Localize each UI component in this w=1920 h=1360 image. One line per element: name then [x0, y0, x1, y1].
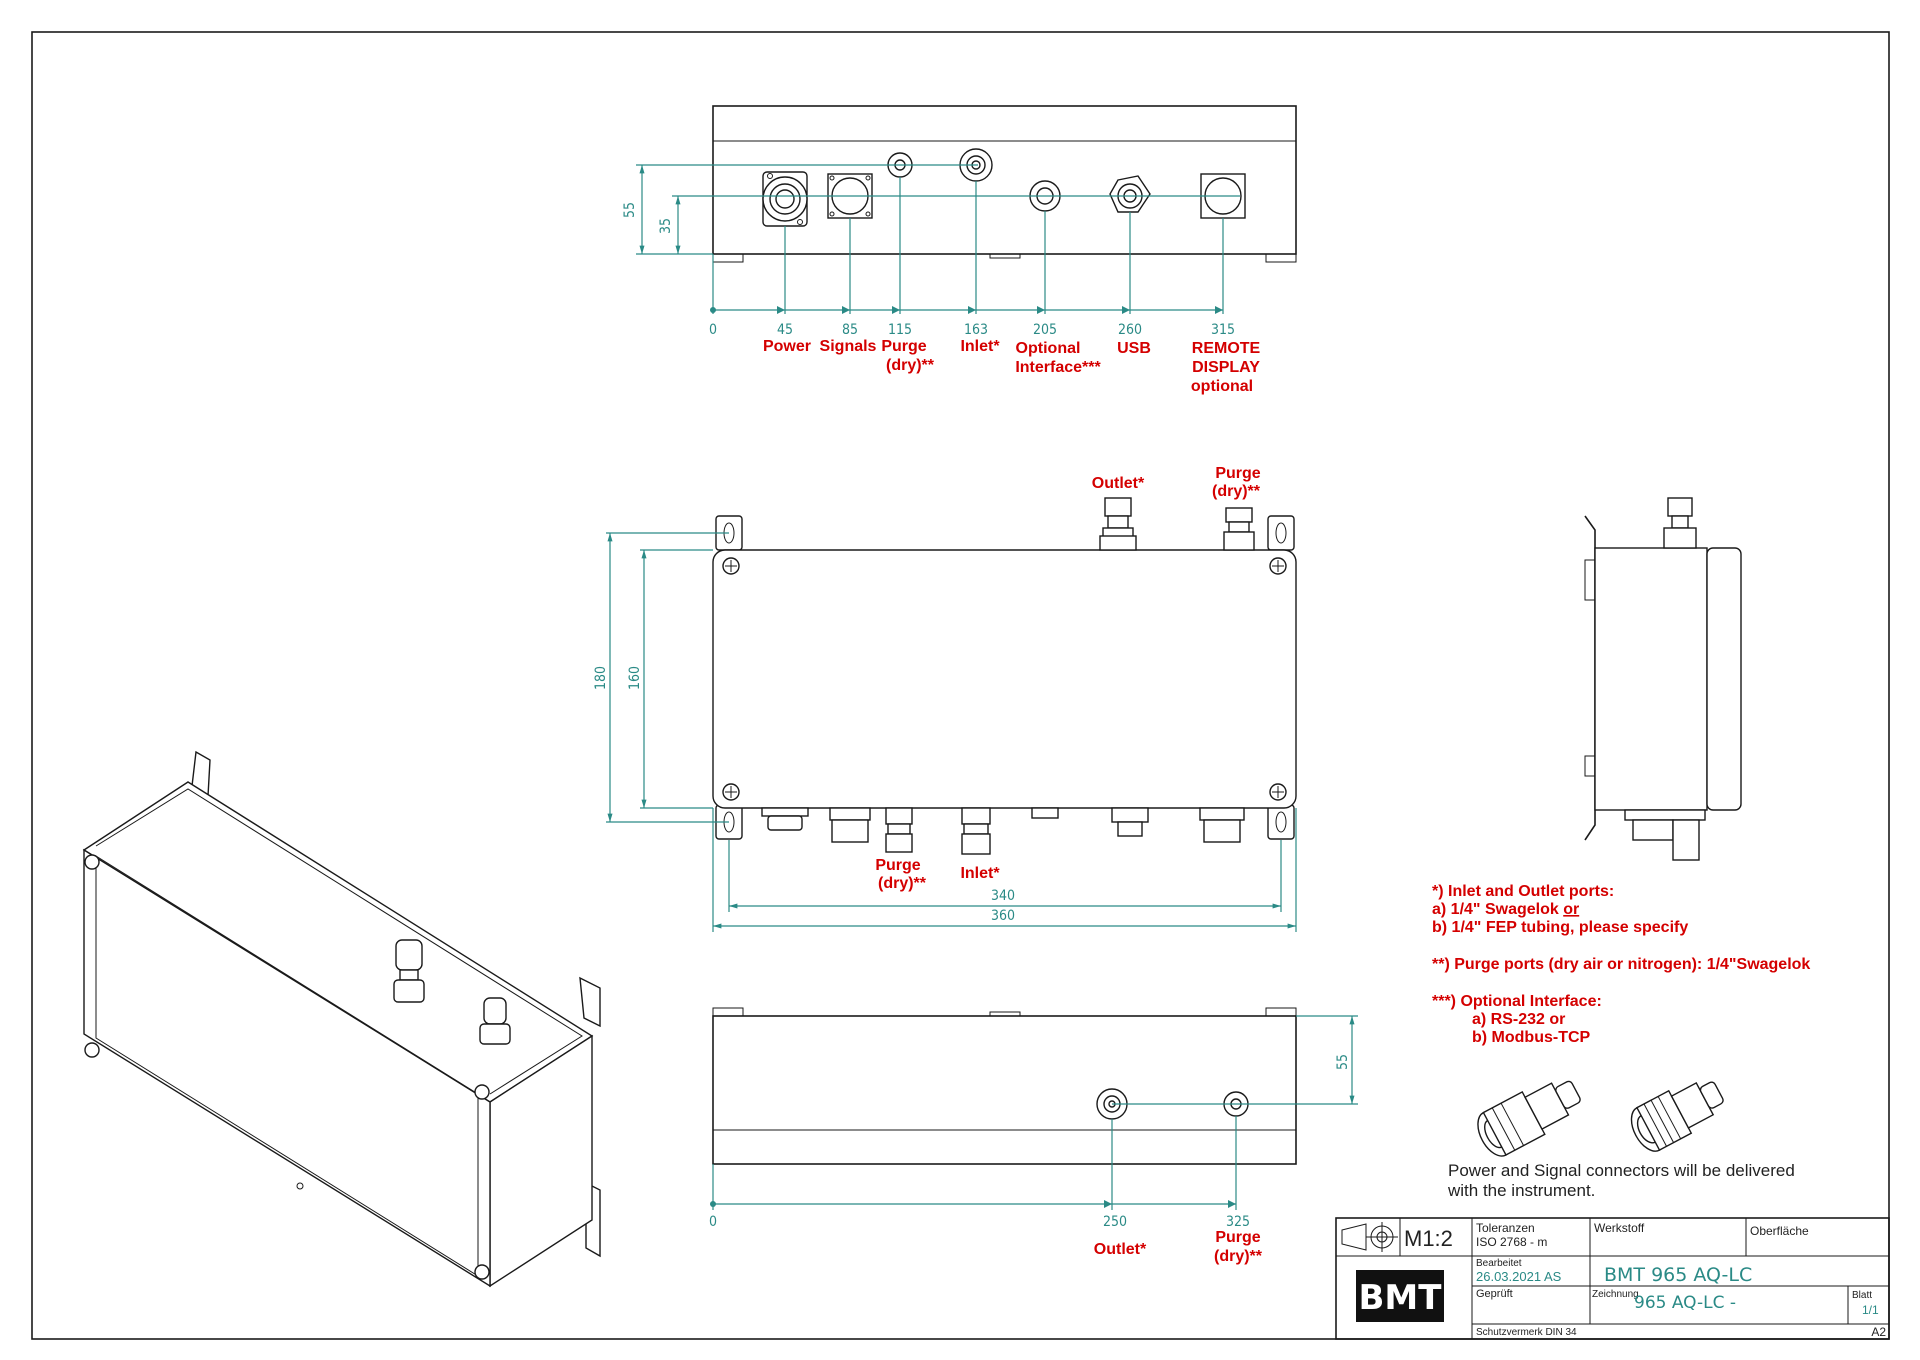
- dim-55: 55: [622, 202, 638, 218]
- svg-text:1/1: 1/1: [1862, 1303, 1879, 1317]
- isometric-view: [82, 750, 601, 1288]
- svg-text:b) Modbus-TCP: b) Modbus-TCP: [1472, 1029, 1591, 1046]
- drawing-frame: [31, 31, 1890, 1340]
- svg-text:A2: A2: [1871, 1325, 1886, 1339]
- iso-fitting-icon: [393, 939, 425, 1003]
- drawing-number: 965 AQ-LC -: [1634, 1293, 1736, 1313]
- svg-text:(dry)**: (dry)**: [1214, 1248, 1263, 1265]
- svg-text:Oberfläche: Oberfläche: [1750, 1224, 1809, 1238]
- svg-text:b) 1/4" FEP tubing, please spe: b) 1/4" FEP tubing, please specify: [1432, 919, 1688, 936]
- svg-text:315: 315: [1211, 322, 1235, 338]
- svg-text:Bearbeitet: Bearbeitet: [1476, 1258, 1522, 1269]
- svg-text:26.03.2021 AS: 26.03.2021 AS: [1476, 1269, 1562, 1284]
- drawing-title: BMT 965 AQ-LC: [1604, 1264, 1752, 1286]
- svg-text:45: 45: [777, 322, 793, 338]
- label-purge-back: Purge: [1215, 1229, 1260, 1246]
- label-signals: Signals: [820, 338, 877, 355]
- label-purge: Purge: [881, 338, 926, 355]
- note-3-title: ***) Optional Interface:: [1432, 993, 1602, 1010]
- svg-text:(dry)**: (dry)**: [1212, 483, 1261, 500]
- svg-text:260: 260: [1118, 322, 1142, 338]
- label-remote-display: REMOTE: [1192, 340, 1261, 357]
- svg-text:ISO 2768 - m: ISO 2768 - m: [1476, 1235, 1547, 1249]
- connector-note: Power and Signal connectors will be deli…: [1448, 1161, 1795, 1180]
- svg-text:a) 1/4" Swagelok or: a) 1/4" Swagelok or: [1432, 901, 1579, 918]
- svg-text:250: 250: [1103, 1214, 1127, 1230]
- svg-text:Schutzvermerk DIN 34: Schutzvermerk DIN 34: [1476, 1327, 1577, 1338]
- dim-back-55: 55: [1335, 1054, 1351, 1070]
- note-1-title: *) Inlet and Outlet ports:: [1432, 883, 1614, 900]
- power-plug-icon: [1477, 1080, 1581, 1157]
- svg-text:optional: optional: [1191, 378, 1253, 395]
- label-usb: USB: [1117, 340, 1151, 357]
- side-view: [1584, 497, 1742, 861]
- purge-fitting-top-icon: [1223, 507, 1255, 551]
- dim-360: 360: [991, 908, 1015, 924]
- svg-text:Zeichnung: Zeichnung: [1592, 1289, 1639, 1300]
- label-purge-bottom: Purge: [875, 857, 920, 874]
- back-view: 55 0 250 325 Outlet* Purge (dry)**: [709, 1007, 1358, 1265]
- dim-340: 340: [991, 888, 1015, 904]
- iso-fitting-icon: [479, 997, 511, 1045]
- svg-text:163: 163: [964, 322, 988, 338]
- outlet-fitting-top-icon: [1099, 497, 1137, 551]
- label-purge-top: Purge: [1215, 465, 1260, 482]
- svg-text:0: 0: [709, 322, 717, 338]
- label-outlet-top: Outlet*: [1092, 475, 1145, 492]
- top-view: 180 160 340 360 Outlet* Purge (dry)** Pu…: [593, 465, 1297, 932]
- back-view-body: [712, 1015, 1297, 1165]
- svg-text:with the instrument.: with the instrument.: [1447, 1181, 1595, 1200]
- svg-text:85: 85: [842, 322, 858, 338]
- front-view: 55 35 0 45 85 115 163 205 260 315 Power …: [622, 105, 1297, 395]
- bmt-logo: [1356, 1270, 1444, 1322]
- label-inlet: Inlet*: [960, 338, 1000, 355]
- svg-text:Toleranzen: Toleranzen: [1476, 1221, 1535, 1235]
- label-optional-interface: Optional: [1016, 340, 1081, 357]
- label-outlet-back: Outlet*: [1094, 1241, 1147, 1258]
- svg-text:325: 325: [1226, 1214, 1250, 1230]
- svg-text:(dry)**: (dry)**: [878, 875, 927, 892]
- title-block: M1:2 Toleranzen ISO 2768 - m Werkstoff O…: [1335, 1217, 1890, 1340]
- svg-text:Werkstoff: Werkstoff: [1594, 1221, 1645, 1235]
- svg-text:(dry)**: (dry)**: [886, 357, 935, 374]
- scale: M1:2: [1404, 1226, 1453, 1251]
- side-view-body: [1594, 547, 1708, 811]
- svg-text:Interface***: Interface***: [1015, 359, 1101, 376]
- power-connector-icon: [762, 171, 808, 227]
- svg-text:Geprüft: Geprüft: [1476, 1288, 1513, 1300]
- dim-180: 180: [593, 666, 609, 690]
- bottom-connectors-icon: [761, 807, 1245, 855]
- svg-text:0: 0: [709, 1214, 717, 1230]
- top-view-body: [712, 549, 1297, 809]
- label-power: Power: [763, 338, 811, 355]
- note-2: **) Purge ports (dry air or nitrogen): 1…: [1432, 956, 1810, 973]
- dim-160: 160: [627, 666, 643, 690]
- svg-text:DISPLAY: DISPLAY: [1192, 359, 1260, 376]
- projection-symbol-icon: [1341, 1222, 1398, 1252]
- iso-front-face: [83, 848, 491, 1288]
- label-inlet-bottom: Inlet*: [960, 865, 1000, 882]
- signal-plug-icon: [1630, 1081, 1724, 1152]
- svg-text:BMT: BMT: [1359, 1278, 1443, 1318]
- svg-text:a) RS-232 or: a) RS-232 or: [1472, 1011, 1565, 1028]
- usb-connector-icon: [1109, 175, 1151, 213]
- dim-35: 35: [658, 218, 674, 234]
- svg-text:Blatt: Blatt: [1852, 1290, 1872, 1301]
- svg-text:115: 115: [888, 322, 912, 338]
- notes: *) Inlet and Outlet ports: a) 1/4" Swage…: [1432, 883, 1810, 1200]
- screw-icons: [722, 557, 1287, 801]
- svg-text:205: 205: [1033, 322, 1057, 338]
